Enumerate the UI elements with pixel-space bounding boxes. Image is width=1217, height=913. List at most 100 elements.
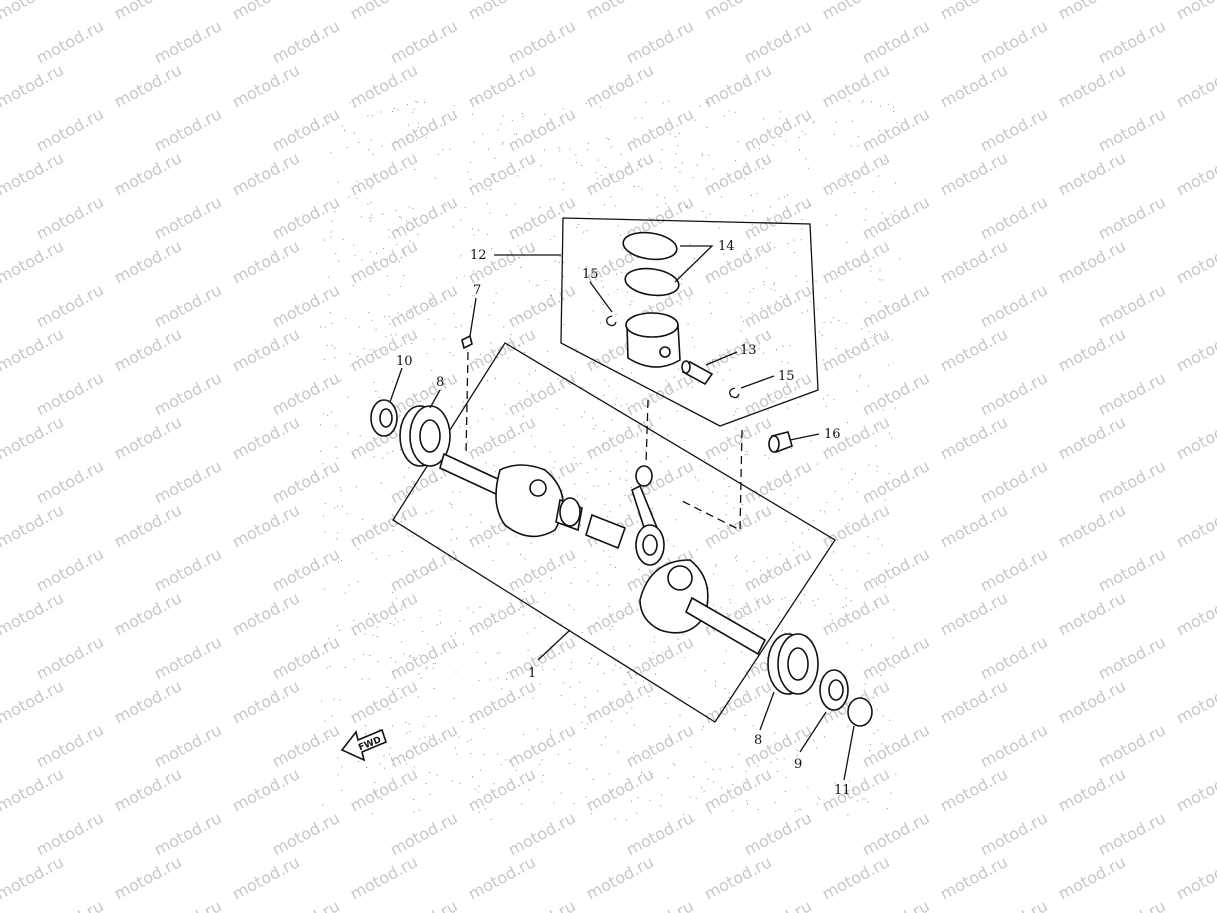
noise-dot [452, 226, 454, 228]
noise-dot [681, 278, 683, 280]
noise-dot [715, 680, 716, 682]
noise-dot [702, 211, 704, 212]
noise-dot [324, 503, 326, 505]
noise-dot [543, 591, 545, 593]
noise-dot [746, 570, 748, 572]
noise-dot [624, 495, 626, 497]
watermark-text: motod.ru [583, 676, 657, 727]
noise-dot [415, 100, 417, 102]
noise-dot [412, 535, 414, 537]
noise-dot [595, 468, 597, 470]
noise-dot [420, 617, 422, 619]
noise-dot [470, 739, 472, 741]
noise-dot [653, 641, 655, 643]
noise-dot [681, 283, 682, 285]
noise-dot [399, 286, 401, 287]
noise-dot [798, 137, 800, 138]
watermark-text: motod.ru [229, 676, 303, 727]
watermark-text: motod.ru [623, 632, 697, 683]
watermark-text: motod.ru [1213, 368, 1217, 419]
watermark-text: motod.ru [347, 236, 421, 287]
noise-dot [746, 173, 748, 175]
noise-dot [869, 750, 871, 751]
noise-dot [355, 633, 357, 635]
watermark-text: motod.ru [229, 236, 303, 287]
noise-dot [356, 197, 358, 199]
noise-dot [669, 389, 671, 391]
noise-dot [359, 435, 361, 437]
noise-dot [419, 738, 421, 740]
noise-dot [630, 254, 632, 256]
watermark-text: motod.ru [1095, 808, 1169, 859]
noise-dot [845, 322, 847, 324]
noise-dot [472, 611, 474, 613]
noise-dot [549, 178, 551, 180]
noise-dot [757, 517, 759, 519]
noise-dot [561, 623, 563, 625]
circlip-left [606, 315, 617, 327]
noise-dot [795, 810, 797, 812]
noise-dot [661, 149, 663, 151]
noise-dot [708, 587, 710, 589]
noise-dot [765, 577, 767, 579]
noise-dot [840, 712, 842, 714]
watermark-text: motod.ru [1173, 676, 1217, 727]
noise-dot [480, 353, 482, 355]
noise-dot [670, 494, 671, 496]
watermark-text: motod.ru [701, 324, 775, 375]
callout-15b: 15 [778, 369, 795, 384]
noise-dot [727, 458, 728, 460]
watermark-text: motod.ru [583, 0, 657, 24]
noise-dot [722, 379, 724, 381]
noise-dot [610, 196, 612, 198]
noise-dot [540, 616, 541, 618]
noise-dot [708, 154, 710, 156]
noise-dot [561, 490, 563, 492]
noise-dot [884, 305, 885, 307]
noise-dot [774, 246, 776, 248]
watermark-text: motod.ru [977, 632, 1051, 683]
noise-dot [831, 805, 833, 807]
callout-11: 11 [834, 783, 851, 798]
noise-dot [747, 803, 748, 805]
noise-dot [750, 257, 752, 258]
noise-dot [876, 465, 878, 467]
noise-dot [600, 175, 602, 176]
noise-dot [827, 447, 829, 449]
noise-dot [749, 291, 751, 293]
noise-dot [876, 603, 877, 605]
noise-dot [425, 668, 427, 670]
noise-dot [598, 485, 599, 487]
noise-dot [392, 764, 394, 766]
noise-dot [569, 148, 571, 150]
watermark-text: motod.ru [229, 764, 303, 815]
noise-dot [527, 649, 529, 651]
noise-dot [760, 570, 762, 571]
noise-dot [864, 683, 866, 685]
noise-dot [472, 113, 473, 115]
noise-dot [809, 301, 811, 302]
noise-dot [492, 559, 494, 561]
watermark-text: motod.ru [1055, 0, 1129, 24]
noise-dot [337, 532, 339, 534]
noise-dot [487, 203, 489, 205]
noise-dot [772, 599, 774, 600]
noise-dot [368, 312, 370, 314]
noise-dot [631, 494, 633, 496]
noise-dot [718, 528, 720, 530]
watermark-text: motod.ru [0, 0, 67, 24]
noise-dot [699, 105, 701, 107]
noise-dot [780, 111, 782, 113]
noise-dot [595, 172, 597, 174]
noise-dot [485, 189, 487, 191]
noise-dot [587, 723, 589, 725]
noise-dot [622, 248, 623, 250]
noise-dot [620, 405, 622, 407]
leader-14 [674, 245, 714, 283]
noise-dot [346, 147, 348, 148]
noise-dot [862, 100, 864, 102]
noise-dot [507, 543, 509, 545]
noise-dot [604, 503, 606, 505]
noise-dot [889, 432, 890, 434]
noise-dot [880, 675, 882, 677]
